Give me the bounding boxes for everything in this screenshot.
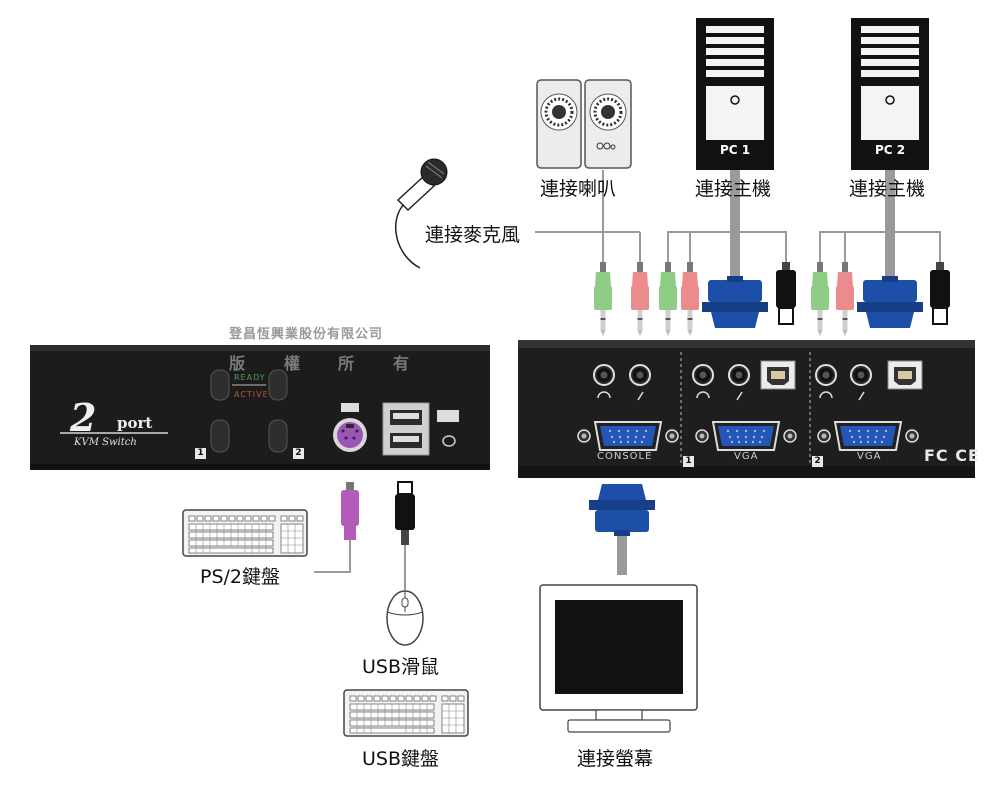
model-sub: KVM Switch [74, 437, 137, 448]
copyright-char-3: 所 [338, 354, 355, 373]
vga-label-2: VGA [857, 451, 882, 462]
monitor-icon [539, 584, 698, 733]
model-word: port [117, 414, 153, 432]
usb-keyboard-icon [343, 689, 469, 737]
lower-cables [314, 540, 406, 590]
pc1-host-label: 連接主機 [695, 178, 772, 200]
rear-port-2-badge: 2 [812, 456, 823, 467]
ps2-keyboard-label: PS/2鍵盤 [200, 566, 281, 588]
company-watermark: 登昌恆興業股份有限公司 [229, 327, 384, 342]
pc2-tower-icon [851, 18, 929, 170]
certification-marks: FC CE [924, 446, 980, 465]
pc1-tag: PC 1 [720, 143, 751, 157]
usb-mouse-icon [386, 590, 424, 646]
monitor-label: 連接螢幕 [577, 748, 654, 770]
pc1-tower-icon [696, 18, 774, 170]
led-ready-label: READY [234, 373, 266, 382]
vga-label-1: VGA [734, 451, 759, 462]
model-number: 2 [70, 395, 97, 440]
microphone-icon [394, 158, 448, 269]
ps2-keyboard-icon [182, 509, 308, 557]
copyright-char-1: 版 [229, 354, 246, 373]
led-active-label: ACTIVE [234, 390, 269, 399]
vga-cable-lower [617, 530, 627, 575]
console-label: CONSOLE [597, 451, 653, 462]
button-2-badge: 2 [293, 448, 304, 459]
pc2-tag: PC 2 [875, 143, 906, 157]
audio-plugs-console [594, 262, 649, 336]
usb-plug-icon [395, 481, 415, 545]
kvm-rear-panel [518, 340, 975, 478]
vga-cables-upper [730, 170, 895, 280]
pc1-plugs [659, 261, 797, 336]
upper-cables [535, 170, 941, 262]
usb-mouse-label: USB滑鼠 [362, 656, 440, 678]
monitor-vga-plug-icon [589, 484, 655, 536]
copyright-char-4: 有 [393, 354, 410, 373]
rear-port-1-badge: 1 [683, 456, 694, 467]
ps2-plug-icon [341, 482, 359, 540]
speakers-icon [536, 79, 632, 169]
kvm-front-panel [30, 345, 490, 470]
pc2-host-label: 連接主機 [849, 178, 926, 200]
microphone-label: 連接麥克風 [425, 224, 521, 246]
usb-keyboard-label: USB鍵盤 [362, 748, 440, 770]
copyright-char-2: 權 [284, 354, 301, 373]
speakers-label: 連接喇叭 [540, 178, 617, 200]
button-1-badge: 1 [195, 448, 206, 459]
pc2-plugs [811, 261, 951, 336]
